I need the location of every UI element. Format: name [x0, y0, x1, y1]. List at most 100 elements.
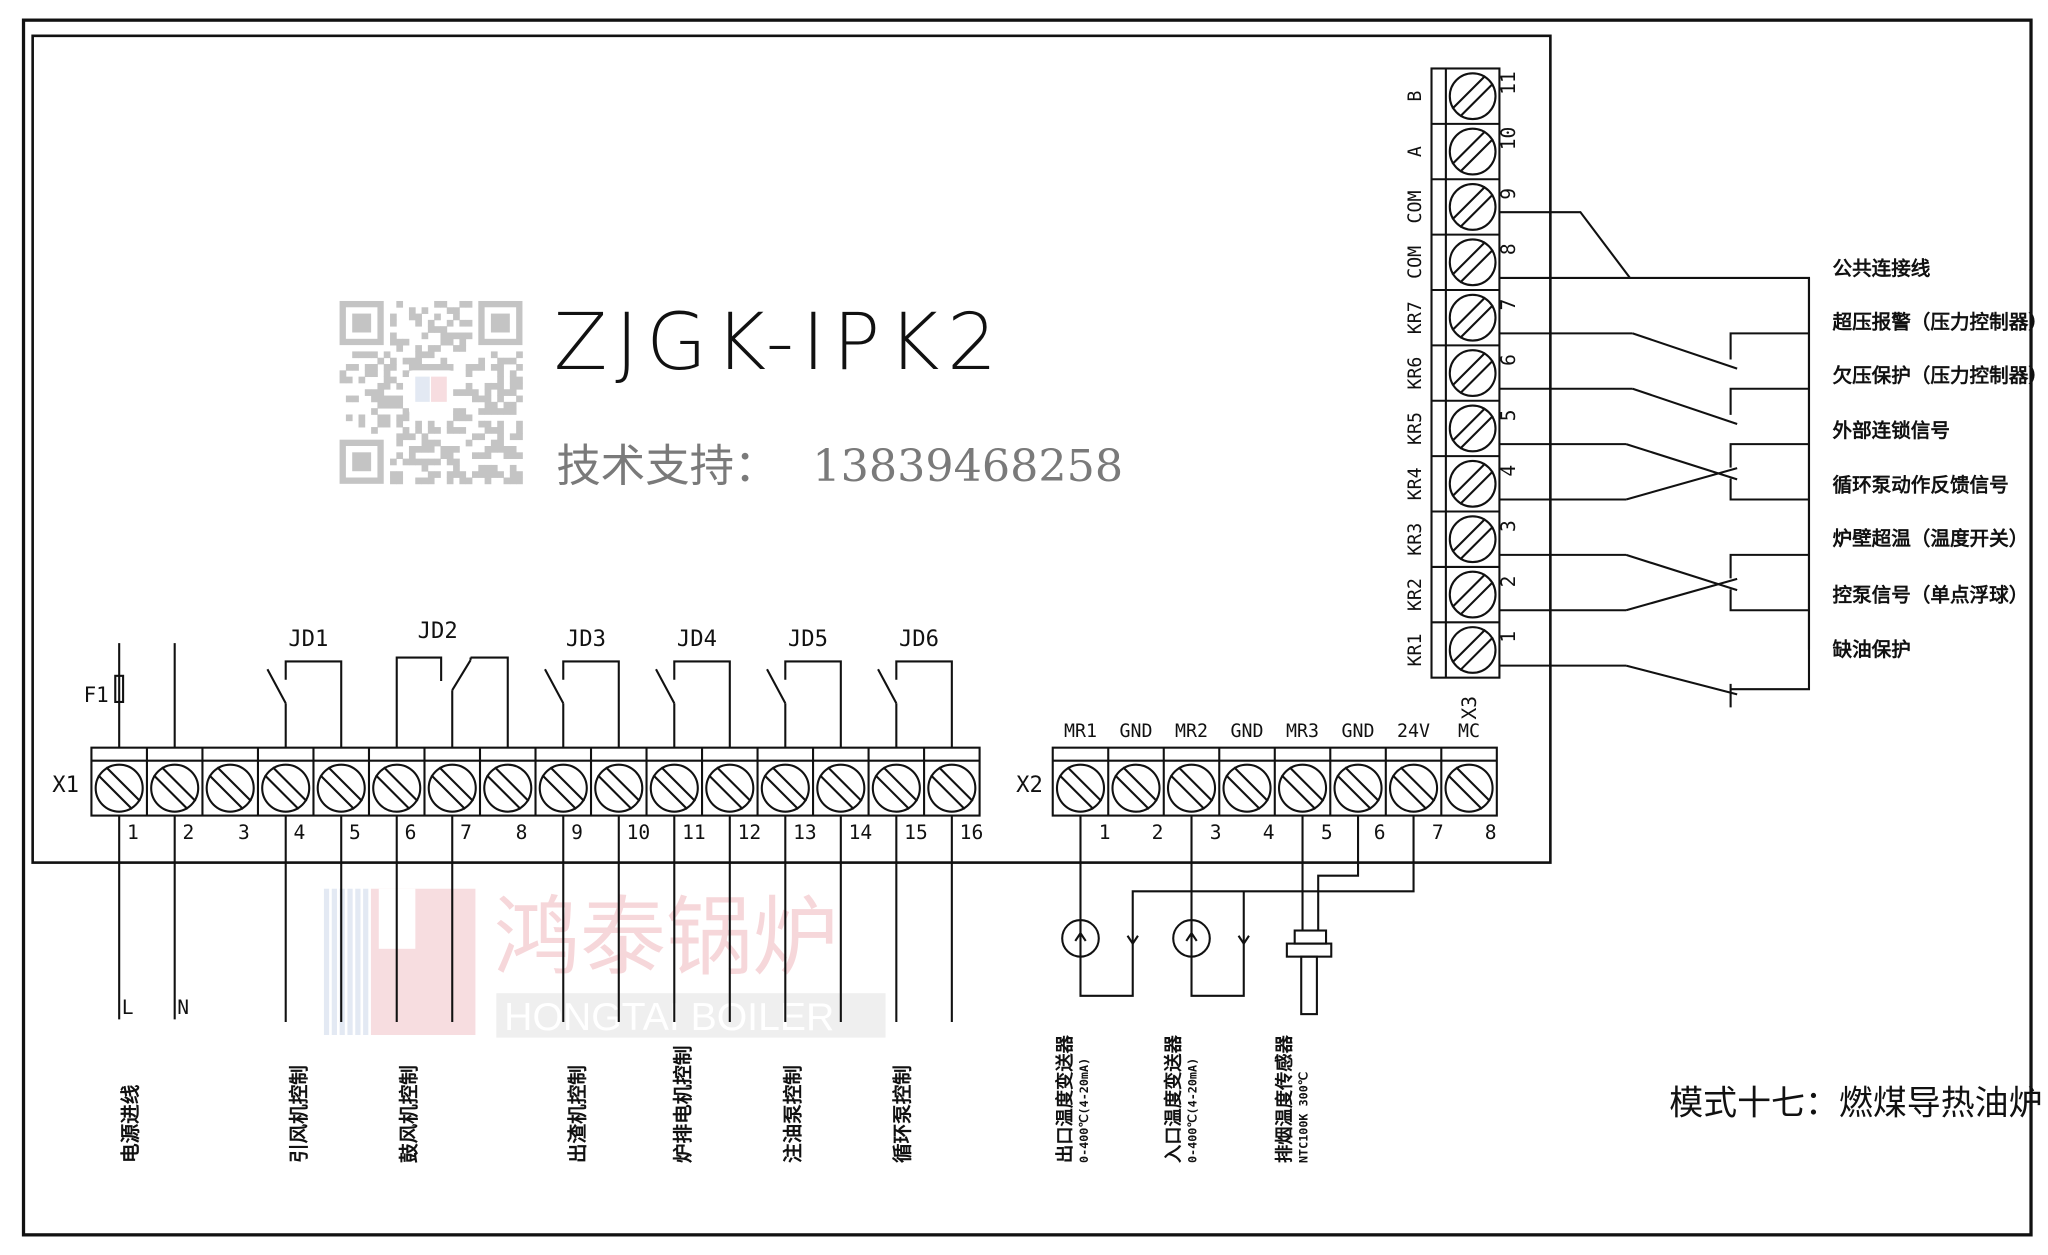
- x1-terminal-8[interactable]: [483, 763, 533, 813]
- qr-module: [459, 338, 467, 346]
- qr-module: [446, 427, 454, 434]
- qr-module: [408, 433, 416, 441]
- x1-terminal-5[interactable]: [316, 763, 366, 813]
- screw-slot: [549, 766, 585, 802]
- qr-module: [497, 408, 504, 415]
- x1-terminal-13[interactable]: [760, 763, 810, 813]
- x1-terminal-3[interactable]: [205, 763, 255, 813]
- screw-slot: [1451, 407, 1486, 442]
- relay-wire: [784, 660, 842, 748]
- screw-circle: [871, 763, 921, 813]
- x3-pin-name: KR4: [1405, 467, 1426, 500]
- x1-terminal-11[interactable]: [649, 763, 699, 813]
- ntc-flange: [1285, 942, 1333, 958]
- screw-circle: [1448, 293, 1497, 342]
- screw-slot: [1459, 138, 1494, 173]
- x3-terminal-2[interactable]: [1448, 570, 1497, 619]
- x2-terminal-1[interactable]: [1055, 763, 1106, 813]
- x3-terminal-3[interactable]: [1448, 515, 1497, 564]
- qr-module: [465, 332, 473, 340]
- qr-module: [427, 477, 435, 485]
- qr-module: [497, 439, 504, 447]
- x3-pin-name: KR7: [1405, 301, 1426, 334]
- x2-terminal-6[interactable]: [1333, 763, 1383, 813]
- switch-contact-icon: [1632, 387, 1738, 425]
- qr-module: [490, 351, 498, 359]
- signal-label: 超压报警（压力控制器）: [1831, 310, 2047, 333]
- qr-module: [352, 364, 359, 371]
- qr-module: [503, 408, 511, 415]
- x3-terminal-5[interactable]: [1448, 404, 1497, 453]
- screw-slot: [1058, 774, 1095, 810]
- x3-pin-number: 9: [1497, 188, 1520, 200]
- qr-module: [358, 414, 366, 422]
- x1-terminal-9[interactable]: [538, 763, 588, 813]
- x3-pin-number: 6: [1497, 354, 1520, 366]
- x2-pin-number: 3: [1210, 821, 1222, 844]
- x3-terminal-1[interactable]: [1448, 626, 1497, 674]
- qr-module: [516, 364, 523, 371]
- screw-slot: [1459, 525, 1494, 561]
- qr-module: [402, 357, 410, 365]
- support-label: 技术支持：: [556, 441, 778, 492]
- x3-terminal-6[interactable]: [1448, 349, 1497, 397]
- x1-terminal-12[interactable]: [705, 763, 755, 813]
- screw-circle: [1448, 404, 1497, 453]
- ntc-sensor-icon: [1285, 929, 1333, 1016]
- qr-module: [408, 458, 416, 466]
- x1-terminal-2[interactable]: [150, 763, 200, 813]
- screw-slot: [327, 766, 363, 802]
- qr-module: [402, 408, 410, 415]
- qr-module: [478, 464, 486, 472]
- qr-module: [459, 319, 467, 327]
- qr-finder-center: [352, 452, 372, 472]
- qr-module: [421, 477, 429, 485]
- x1-terminal-1[interactable]: [94, 763, 144, 813]
- screw-slot: [1459, 415, 1494, 450]
- x3-terminal-8[interactable]: [1448, 238, 1497, 287]
- x2-terminal-3[interactable]: [1166, 763, 1217, 813]
- qr-module: [497, 427, 504, 434]
- x2-terminal-5[interactable]: [1277, 763, 1328, 813]
- qr-module: [434, 313, 441, 321]
- x3-terminal-9[interactable]: [1448, 183, 1497, 231]
- x3-terminal-4[interactable]: [1448, 459, 1497, 508]
- qr-module: [484, 477, 492, 485]
- screw-slot: [1399, 766, 1436, 802]
- qr-code-icon[interactable]: [339, 300, 523, 485]
- x3-terminal-7[interactable]: [1448, 293, 1497, 342]
- qr-module: [383, 370, 391, 378]
- x1-terminal-10[interactable]: [594, 763, 644, 813]
- x3-terminal-11[interactable]: [1448, 72, 1497, 121]
- x2-terminal-4[interactable]: [1222, 763, 1272, 813]
- qr-module: [345, 376, 353, 384]
- x1-pin-number: 7: [460, 821, 472, 844]
- x1-terminal-7[interactable]: [427, 763, 477, 813]
- x1-terminal-14[interactable]: [816, 763, 866, 813]
- qr-module: [415, 420, 422, 428]
- qr-module: [497, 382, 504, 390]
- qr-module: [453, 471, 460, 478]
- watermark-band: [496, 993, 886, 1038]
- x1-terminal-6[interactable]: [372, 763, 422, 813]
- qr-module: [465, 477, 473, 485]
- screw-slot: [1288, 766, 1325, 802]
- qr-module: [484, 427, 492, 434]
- screw-slot: [216, 766, 252, 802]
- qr-module: [339, 376, 347, 384]
- x2-terminal-2[interactable]: [1111, 763, 1161, 813]
- output-label: 鼓风机控制: [397, 1065, 420, 1163]
- x1-terminal-16[interactable]: [927, 763, 977, 813]
- qr-module: [352, 395, 359, 403]
- screw-slot: [1391, 774, 1428, 810]
- x2-terminal-8[interactable]: [1444, 763, 1494, 813]
- x2-terminal-7[interactable]: [1388, 763, 1439, 813]
- sensor-spec: NTC100K 300℃: [1296, 1072, 1310, 1163]
- qr-module: [459, 332, 467, 340]
- qr-logo-red: [431, 376, 447, 402]
- x1-pin-number: 15: [904, 821, 928, 844]
- x3-terminal-10[interactable]: [1448, 127, 1497, 176]
- qr-module: [402, 370, 410, 378]
- x1-terminal-15[interactable]: [871, 763, 921, 813]
- x1-terminal-4[interactable]: [261, 763, 311, 813]
